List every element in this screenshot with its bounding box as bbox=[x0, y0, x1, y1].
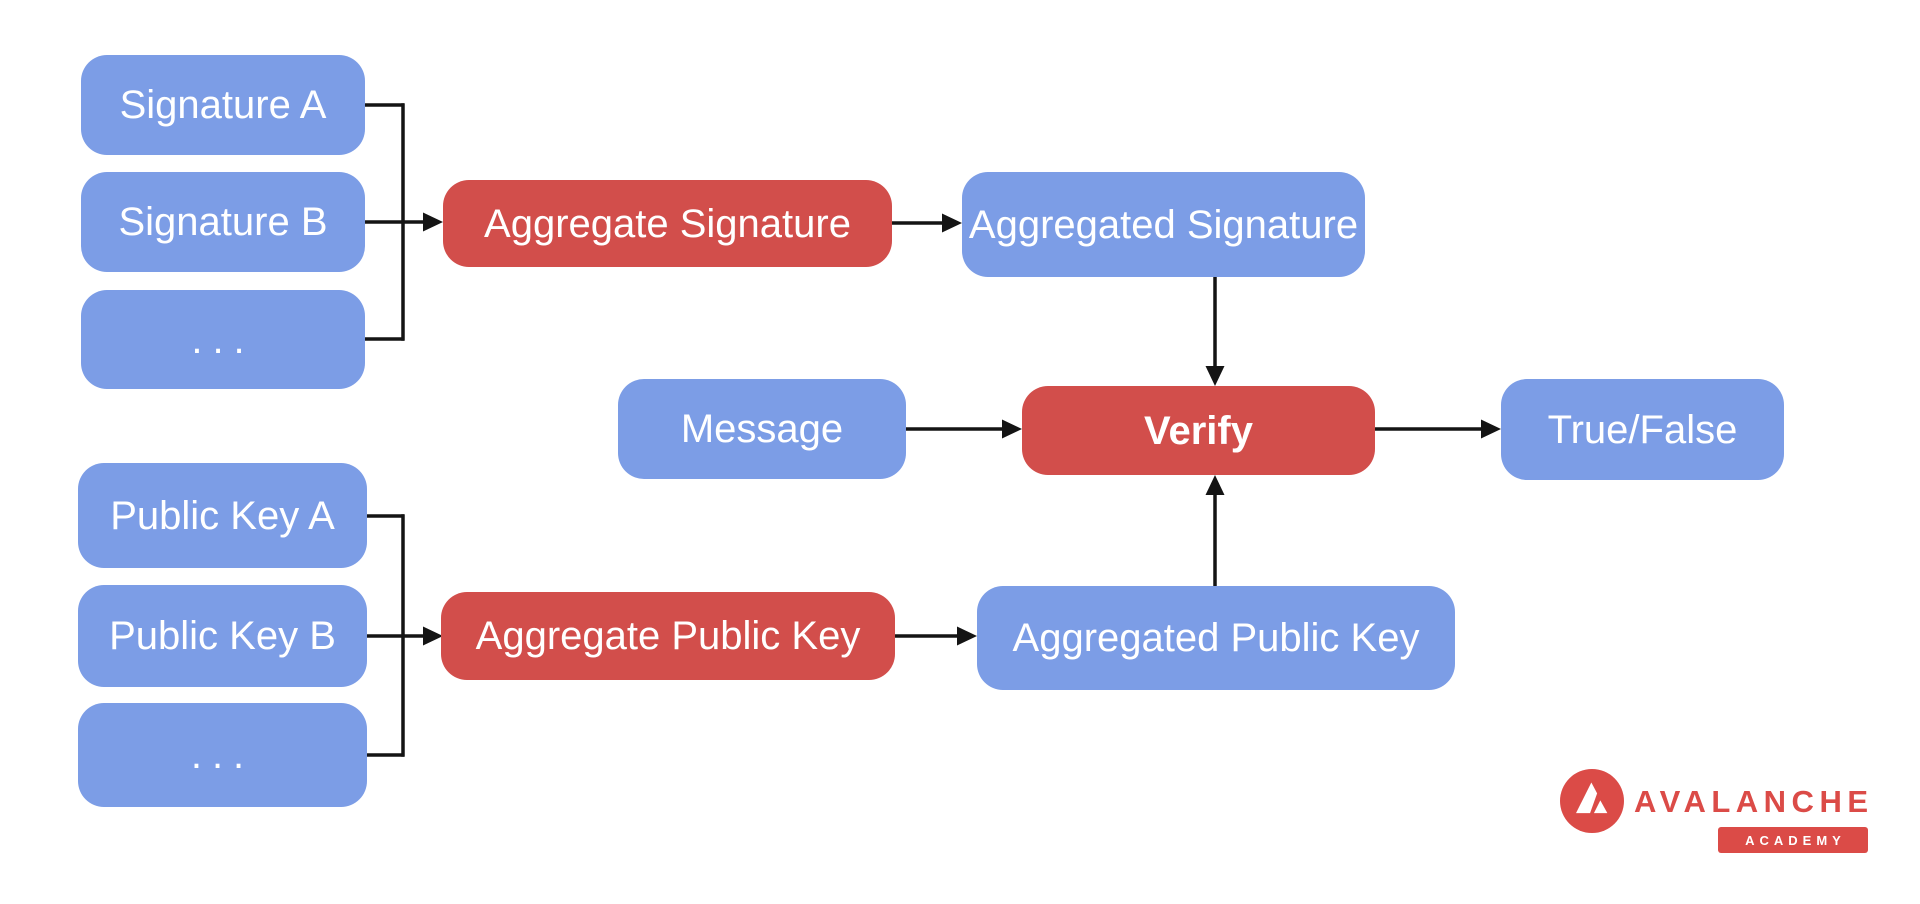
node-aggregated-signature: Aggregated Signature bbox=[962, 172, 1365, 277]
node-message: Message bbox=[618, 379, 906, 479]
public-key-bracket-lines bbox=[367, 514, 443, 757]
avalanche-logo-icon bbox=[1560, 769, 1624, 833]
ellipsis-label: ... bbox=[191, 317, 255, 362]
node-true-false: True/False bbox=[1501, 379, 1784, 480]
node-signature-a: Signature A bbox=[81, 55, 365, 155]
node-signature-b: Signature B bbox=[81, 172, 365, 272]
arrow-aggregate-to-aggregated-public-key bbox=[895, 626, 977, 646]
ellipsis-label: ... bbox=[190, 733, 255, 777]
node-signature-ellipsis: ... bbox=[81, 290, 365, 389]
arrow-verify-to-result bbox=[1375, 419, 1501, 439]
academy-badge: ACADEMY bbox=[1718, 827, 1868, 853]
arrow-message-to-verify bbox=[906, 419, 1022, 439]
node-aggregate-signature: Aggregate Signature bbox=[443, 180, 892, 267]
node-aggregated-public-key: Aggregated Public Key bbox=[977, 586, 1455, 690]
arrow-aggregated-public-key-to-verify bbox=[1205, 475, 1225, 586]
signature-bracket-lines bbox=[365, 103, 443, 341]
node-aggregate-public-key: Aggregate Public Key bbox=[441, 592, 895, 680]
node-verify: Verify bbox=[1022, 386, 1375, 475]
node-public-key-b: Public Key B bbox=[78, 585, 367, 687]
avalanche-brand-text: AVALANCHE bbox=[1634, 784, 1874, 819]
arrow-aggregate-to-aggregated-signature bbox=[892, 213, 962, 233]
node-public-key-a: Public Key A bbox=[78, 463, 367, 568]
node-public-key-ellipsis: ... bbox=[78, 703, 367, 807]
arrow-aggregated-signature-to-verify bbox=[1205, 277, 1225, 386]
